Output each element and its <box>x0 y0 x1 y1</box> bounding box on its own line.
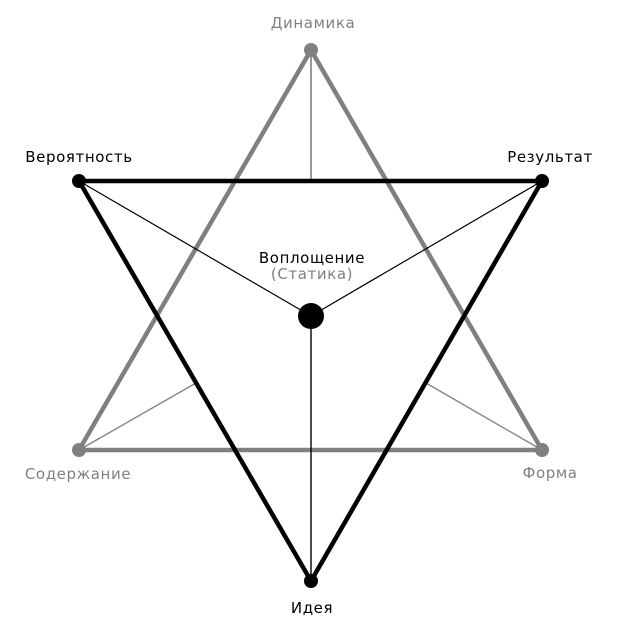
label-forma: Форма <box>522 464 577 482</box>
node-rezultat <box>535 174 549 188</box>
label-statika: (Статика) <box>271 265 353 283</box>
label-soderzhanie: Содержание <box>25 465 131 483</box>
label-veroyatnost: Вероятность <box>25 148 132 166</box>
black-triangle <box>75 178 546 586</box>
node-ideya <box>304 574 318 588</box>
label-ideya: Идея <box>291 599 333 617</box>
label-voploshchenie: Воплощение <box>259 249 365 267</box>
node-dinamika <box>304 43 318 57</box>
spoke-veroyatnost <box>78 180 312 317</box>
label-dinamika: Динамика <box>271 14 356 32</box>
spoke-rezultat <box>310 180 543 317</box>
spoke-soderzhanie <box>78 382 197 451</box>
label-rezultat: Результат <box>507 148 593 166</box>
node-veroyatnost <box>72 174 86 188</box>
node-center <box>298 303 324 329</box>
node-forma <box>535 443 549 457</box>
node-soderzhanie <box>72 443 86 457</box>
spoke-forma <box>425 382 543 451</box>
